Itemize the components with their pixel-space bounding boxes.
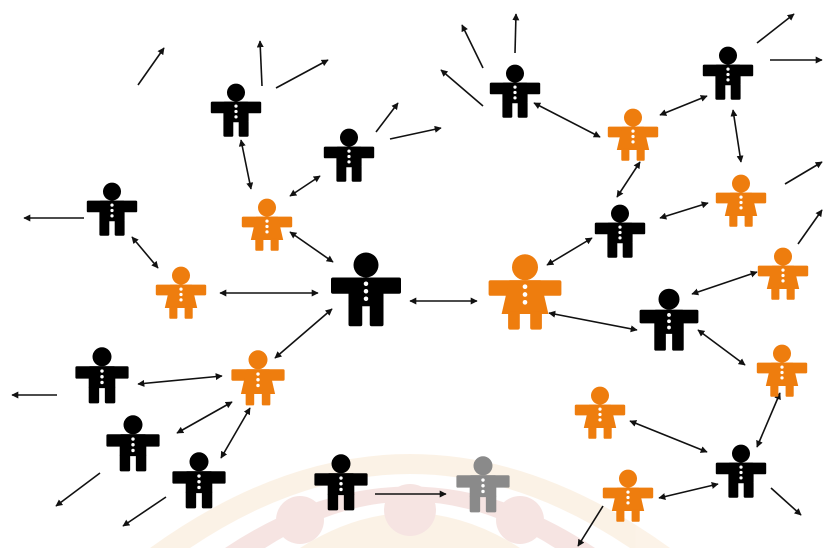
bidirectional-link-arrow: [220, 407, 251, 459]
bidirectional-link-arrow: [176, 401, 233, 434]
bidirectional-link-arrow: [131, 236, 159, 269]
male-person-icon: [314, 454, 368, 511]
inactive-person-icon: [456, 456, 510, 513]
male-person-icon: [489, 64, 541, 118]
male-person-icon: [331, 252, 401, 327]
outgoing-link-arrow: [512, 13, 520, 54]
female-person-icon: [574, 386, 626, 439]
outgoing-link-arrow: [389, 125, 442, 140]
outgoing-link-arrow: [784, 161, 823, 185]
female-person-icon: [488, 254, 562, 330]
female-person-icon: [607, 108, 659, 161]
male-person-icon: [210, 83, 262, 137]
edge-layer: [11, 13, 823, 547]
male-person-icon: [594, 204, 646, 258]
bidirectional-link-arrow: [691, 270, 758, 296]
bidirectional-link-arrow: [289, 231, 334, 263]
female-person-icon: [155, 266, 207, 319]
male-person-icon: [715, 444, 767, 498]
bidirectional-link-arrow: [137, 373, 223, 387]
node-layer: [75, 46, 809, 522]
male-person-icon: [639, 288, 699, 351]
outgoing-link-arrow: [55, 472, 101, 507]
male-person-icon: [86, 182, 138, 236]
male-person-icon: [106, 415, 160, 472]
female-person-icon: [757, 247, 809, 300]
female-person-icon: [602, 469, 654, 522]
bidirectional-link-arrow: [616, 161, 641, 198]
outgoing-link-arrow: [577, 505, 604, 547]
bidirectional-link-arrow: [548, 310, 638, 333]
bidirectional-link-arrow: [533, 102, 601, 138]
bidirectional-link-arrow: [629, 420, 708, 453]
bidirectional-link-arrow: [546, 237, 593, 266]
outgoing-link-arrow: [756, 13, 795, 44]
outgoing-link-arrow: [770, 487, 802, 516]
outgoing-link-arrow: [375, 102, 399, 133]
outgoing-link-arrow: [122, 496, 167, 527]
outgoing-link-arrow: [461, 24, 484, 69]
female-person-icon: [756, 344, 808, 397]
outgoing-link-arrow: [137, 47, 165, 86]
female-person-icon: [231, 350, 285, 406]
bidirectional-link-arrow: [659, 201, 709, 220]
male-person-icon: [172, 452, 226, 509]
bidirectional-link-arrow: [658, 482, 719, 500]
outgoing-link-arrow: [440, 69, 484, 107]
bidirectional-link-arrow: [289, 175, 321, 197]
outgoing-link-arrow: [797, 209, 823, 245]
bidirectional-link-arrow: [697, 329, 746, 366]
bidirectional-link-arrow: [659, 95, 708, 116]
male-person-icon: [75, 347, 129, 404]
male-person-icon: [323, 128, 375, 182]
bidirectional-link-arrow: [730, 109, 744, 163]
female-person-icon: [241, 198, 293, 251]
emblem-watermark-icon: [150, 454, 670, 548]
male-person-icon: [702, 46, 754, 100]
outgoing-link-arrow: [275, 59, 329, 89]
bidirectional-link-arrow: [238, 139, 254, 190]
outgoing-link-arrow: [256, 40, 264, 87]
bidirectional-link-arrow: [756, 392, 781, 448]
female-person-icon: [715, 174, 767, 227]
bidirectional-link-arrow: [274, 308, 333, 359]
